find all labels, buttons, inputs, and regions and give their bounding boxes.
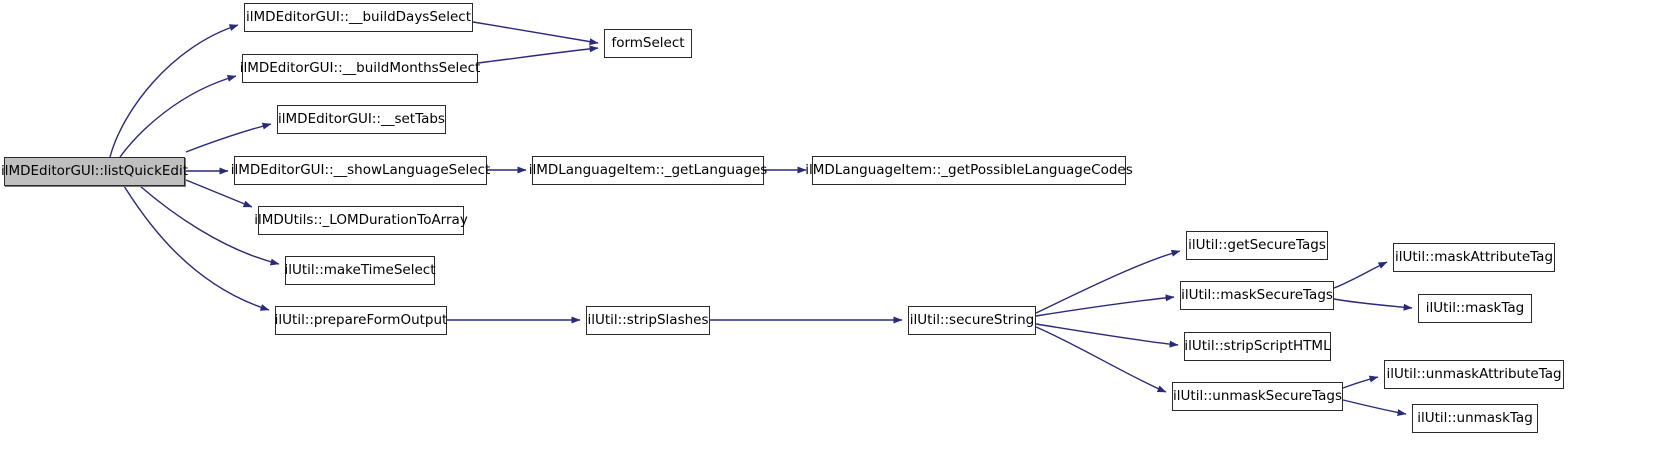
graph-edge-unmaskSecureTags-to-unmaskTag [1342, 399, 1407, 417]
graph-node-label: ilUtil::unmaskAttributeTag [1386, 365, 1562, 382]
graph-node-stripScriptHTML[interactable]: ilUtil::stripScriptHTML [1184, 332, 1331, 361]
graph-node-label: ilUtil::secureString [909, 311, 1035, 328]
graph-edge-secureString-to-getSecureTags [1035, 249, 1181, 314]
graph-edge-buildDaysSelect-to-formSelect [472, 21, 599, 46]
graph-node-maskTag[interactable]: ilUtil::maskTag [1418, 294, 1532, 323]
graph-node-LOMDurationToArray[interactable]: ilMDUtils::_LOMDurationToArray [254, 206, 468, 235]
graph-node-showLanguageSelect[interactable]: ilMDEditorGUI::__showLanguageSelect [231, 156, 490, 185]
graph-edge-maskSecureTags-to-maskAttributeTag [1333, 261, 1388, 289]
graph-node-unmaskSecureTags[interactable]: ilUtil::unmaskSecureTags [1172, 382, 1343, 411]
graph-node-unmaskAttributeTag[interactable]: ilUtil::unmaskAttributeTag [1384, 360, 1564, 389]
graph-node-label: formSelect [611, 34, 685, 51]
graph-node-formSelect[interactable]: formSelect [604, 29, 692, 58]
graph-node-label: ilUtil::unmaskSecureTags [1173, 387, 1342, 404]
graph-edge-unmaskSecureTags-to-unmaskAttributeTag [1342, 375, 1379, 389]
graph-node-listQuickEdit[interactable]: ilMDEditorGUI::listQuickEdit [0, 157, 189, 186]
graph-node-label: ilMDEditorGUI::__buildDaysSelect [246, 8, 471, 25]
graph-node-label: ilMDUtils::_LOMDurationToArray [254, 211, 468, 228]
graph-node-getSecureTags[interactable]: ilUtil::getSecureTags [1186, 231, 1328, 260]
graph-edge-listQuickEdit-to-buildDaysSelect [109, 24, 239, 158]
graph-node-label: ilUtil::unmaskTag [1417, 409, 1533, 426]
graph-node-label: ilUtil::stripScriptHTML [1184, 337, 1331, 354]
graph-node-label: ilUtil::prepareFormOutput [274, 311, 448, 328]
graph-node-buildMonthsSelect[interactable]: ilMDEditorGUI::__buildMonthsSelect [239, 54, 481, 83]
graph-edge-listQuickEdit-to-prepareFormOutput [123, 185, 270, 311]
graph-node-unmaskTag[interactable]: ilUtil::unmaskTag [1412, 404, 1538, 433]
graph-edge-listQuickEdit-to-buildMonthsSelect [119, 74, 237, 158]
graph-node-label: ilMDEditorGUI::__buildMonthsSelect [239, 59, 481, 76]
graph-node-buildDaysSelect[interactable]: ilMDEditorGUI::__buildDaysSelect [244, 3, 473, 32]
graph-node-label: ilUtil::stripSlashes [587, 311, 709, 328]
graph-node-label: ilUtil::maskTag [1425, 299, 1525, 316]
graph-edge-buildMonthsSelect-to-formSelect [477, 45, 599, 64]
graph-node-label: ilMDLanguageItem::_getPossibleLanguageCo… [805, 161, 1133, 178]
graph-node-label: ilUtil::maskAttributeTag [1395, 248, 1554, 265]
graph-node-setTabs[interactable]: ilMDEditorGUI::__setTabs [277, 105, 446, 134]
graph-node-label: ilUtil::maskSecureTags [1181, 286, 1333, 303]
graph-node-label: ilUtil::makeTimeSelect [284, 261, 436, 278]
graph-edge-secureString-to-maskSecureTags [1035, 294, 1175, 317]
graph-edge-maskSecureTags-to-maskTag [1333, 298, 1413, 311]
graph-node-makeTimeSelect[interactable]: ilUtil::makeTimeSelect [284, 256, 436, 285]
graph-node-maskSecureTags[interactable]: ilUtil::maskSecureTags [1180, 281, 1334, 310]
graph-edge-secureString-to-stripScriptHTML [1035, 323, 1179, 348]
graph-node-getLanguages[interactable]: ilMDLanguageItem::_getLanguages [529, 156, 767, 185]
graph-node-stripSlashes[interactable]: ilUtil::stripSlashes [586, 306, 710, 335]
graph-node-label: ilMDEditorGUI::__showLanguageSelect [230, 161, 491, 178]
graph-edge-secureString-to-unmaskSecureTags [1035, 326, 1167, 393]
graph-node-getPossibleLanguageCodes[interactable]: ilMDLanguageItem::_getPossibleLanguageCo… [805, 156, 1133, 185]
graph-node-prepareFormOutput[interactable]: ilUtil::prepareFormOutput [275, 306, 447, 335]
graph-edge-listQuickEdit-to-setTabs [185, 122, 272, 153]
graph-node-secureString[interactable]: ilUtil::secureString [908, 306, 1036, 335]
graph-node-label: ilMDEditorGUI::listQuickEdit [0, 162, 189, 179]
graph-node-label: ilMDEditorGUI::__setTabs [278, 110, 445, 127]
graph-node-label: ilUtil::getSecureTags [1188, 236, 1326, 253]
graph-node-label: ilMDLanguageItem::_getLanguages [528, 161, 768, 178]
graph-node-maskAttributeTag[interactable]: ilUtil::maskAttributeTag [1393, 243, 1555, 272]
